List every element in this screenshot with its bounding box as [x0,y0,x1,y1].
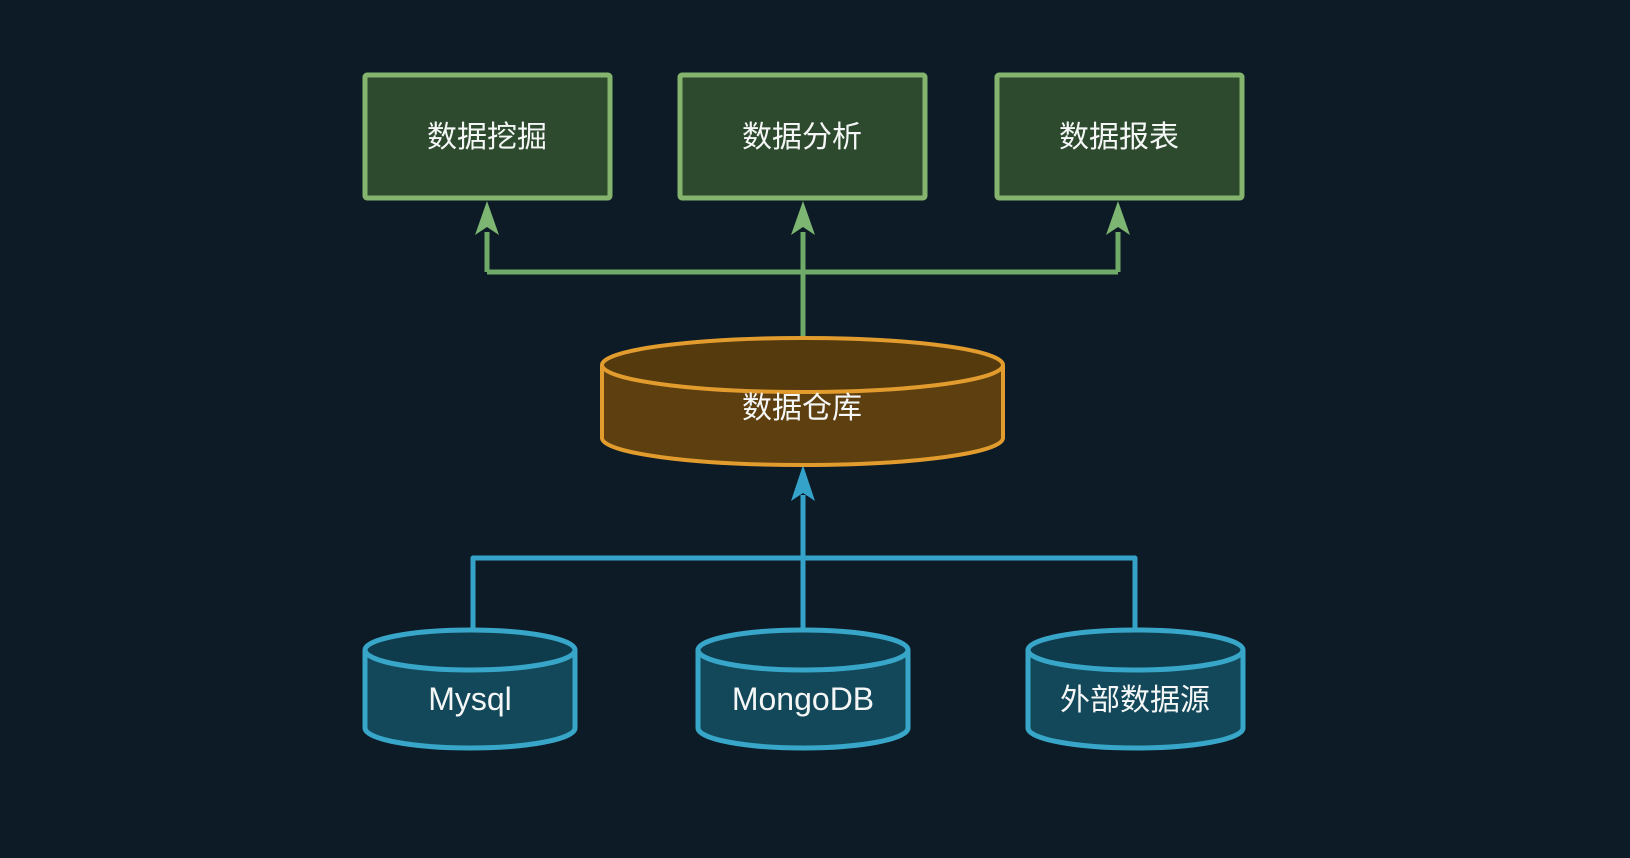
node-data-mining-box [362,72,613,201]
external-source-cylinder-body [1025,650,1246,751]
node-label-data-analysis: 数据分析 [742,121,862,154]
database-cylinder-mysql: Mysql [362,627,578,751]
sources-to-warehouse-connector [470,495,1138,650]
mongodb-cylinder-body [695,650,911,751]
database-cylinder-external-source: 外部数据源 [1025,627,1246,751]
mongodb-cylinder-top [695,627,911,673]
node-label-warehouse: 数据仓库 [742,392,862,425]
database-cylinder-warehouse: 数据仓库 [600,336,1005,467]
node-label-data-mining: 数据挖掘 [427,121,547,154]
node-label-data-report: 数据报表 [1059,121,1179,154]
arrow-up-icon [475,201,499,235]
node-data-analysis-box [677,72,928,201]
arrow-up-icon [791,465,815,501]
node-label-mysql: Mysql [428,681,512,717]
database-cylinder-mongodb: MongoDB [695,627,911,751]
node-label-mongodb: MongoDB [732,681,874,717]
node-label-external-source: 外部数据源 [1060,684,1210,717]
arrow-up-icon [791,201,815,235]
external-source-cylinder-top [1025,627,1246,673]
mysql-cylinder-body [362,650,578,751]
node-data-report-box [994,72,1245,201]
warehouse-to-consumers-connector [484,232,1121,348]
arrow-up-icon [1106,201,1130,235]
warehouse-cylinder-top [600,336,1005,394]
mysql-cylinder-top [362,627,578,673]
